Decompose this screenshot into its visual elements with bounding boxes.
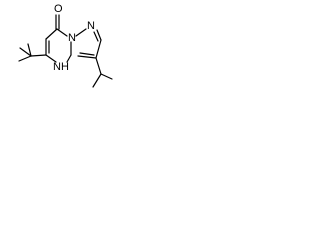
bond-cq-me2 [27, 43, 32, 57]
bond-cq-me3 [18, 55, 32, 62]
bond-c3-c3a-double [79, 52, 95, 56]
isopropyl-group [92, 57, 113, 88]
bond-c7-c6 [45, 28, 58, 40]
bond-n1-c2-double [96, 29, 102, 41]
oxygen-label: O [54, 3, 63, 15]
bond-c3-ch [95, 57, 102, 75]
chemical-structure-diagram: O N N NH [18, 3, 113, 88]
bond-c5-n4 [45, 54, 57, 63]
pyrimidinone-ring [45, 28, 72, 63]
bond-n8-c7 [56, 28, 68, 37]
bond-c2-c3 [95, 39, 102, 59]
nitrogen-top-label: N [87, 20, 95, 32]
pyrazole-ring [75, 28, 102, 59]
bond-c3-c3a [77, 55, 97, 59]
bond-n1-c2-double-inner [93, 31, 99, 42]
nh-label: NH [53, 61, 69, 73]
carbonyl-group [55, 14, 60, 30]
bond-n8-n1 [75, 28, 87, 37]
bond-c5-cq [30, 54, 47, 57]
bond-ch-me2 [92, 73, 102, 88]
nitrogen-fused-label: N [68, 32, 76, 44]
bond-n4-c3a [66, 54, 72, 63]
tert-butyl-group [18, 43, 47, 62]
bond-ch-me1 [100, 73, 113, 80]
bond-cq-me1 [19, 47, 32, 57]
